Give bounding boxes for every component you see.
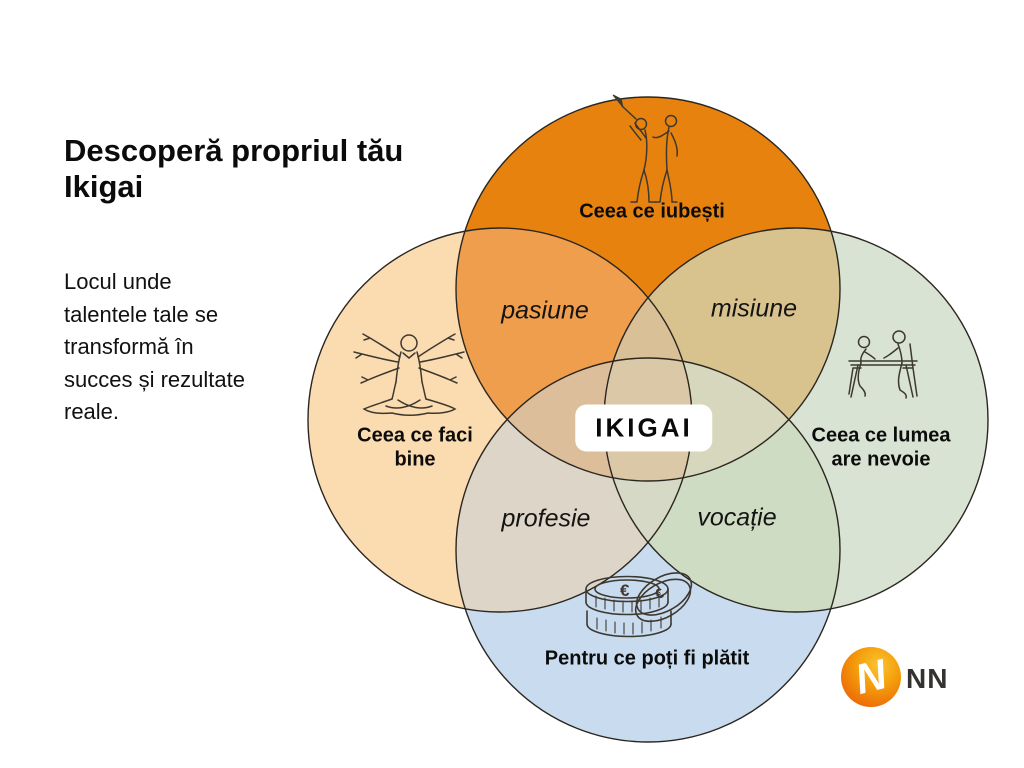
- conversation-table-icon: [848, 330, 918, 399]
- nn-logo-mark: N: [841, 647, 901, 707]
- label-pasiune: pasiune: [501, 296, 589, 325]
- label-what-you-love: Ceea ce iubești: [579, 200, 725, 223]
- label-what-world-needs: Ceea ce lumea are nevoie: [811, 424, 951, 471]
- page-subtitle: Locul unde talentele tale se transformă …: [64, 269, 245, 425]
- nn-logo-wordmark: NN: [906, 663, 949, 694]
- multitasking-person-icon: [353, 333, 465, 416]
- label-what-you-are-good-at: Ceea ce faci bine: [357, 424, 473, 471]
- label-misiune: misiune: [710, 294, 798, 323]
- label-profesie: profesie: [501, 504, 591, 533]
- euro-symbol: €: [620, 581, 630, 600]
- page-title: Descoperă propriul tău Ikigai: [64, 132, 404, 205]
- musicians-icon: [612, 94, 678, 203]
- ikigai-center-badge: IKIGAI: [575, 404, 713, 452]
- label-vocatie: vocație: [697, 503, 777, 532]
- overlap-top-right-bottom: [604, 358, 840, 481]
- label-what-you-are-paid-for: Pentru ce poți fi plătit: [544, 647, 750, 670]
- overlap-top-left-bottom: [456, 358, 692, 481]
